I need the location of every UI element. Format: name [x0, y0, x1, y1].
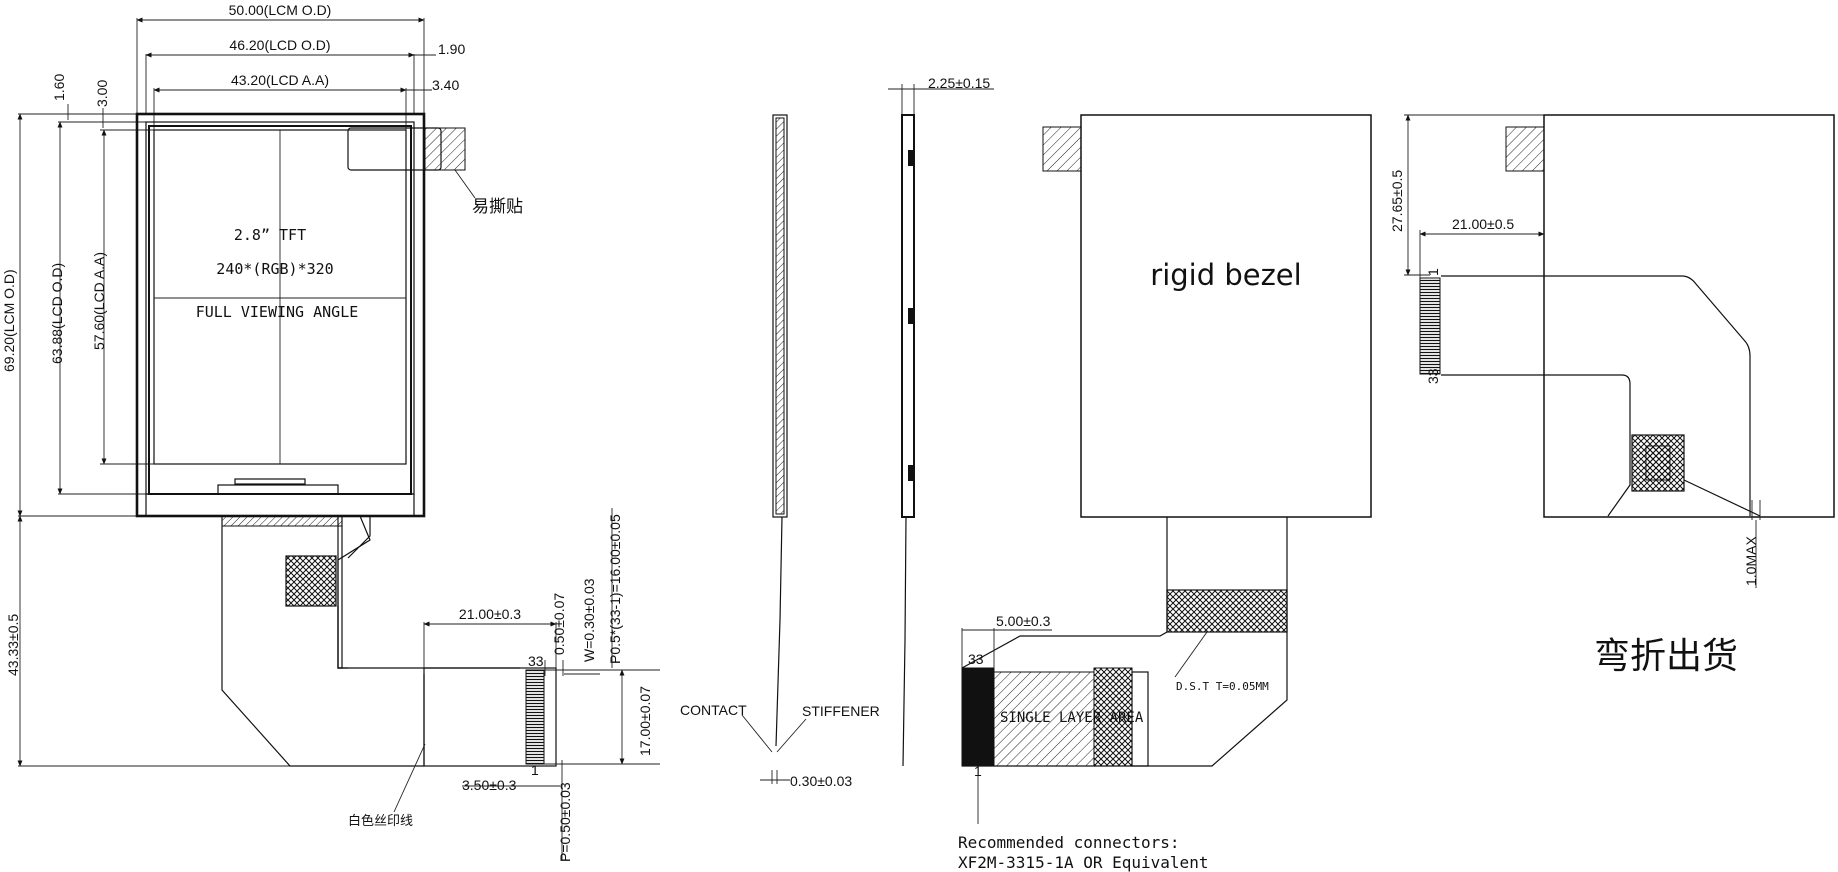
stiffener-label: STIFFENER — [802, 703, 880, 719]
wiring-label: SINGLE LAYER AREA — [1000, 710, 1144, 726]
stiffener-patch — [285, 555, 337, 607]
module-thickness: 2.25±0.15 — [928, 75, 990, 91]
front-view: 50.00(LCM O.D) 46.20(LCD O.D) 43.20(LCD … — [1, 2, 660, 862]
edge-offset: 3.50±0.3 — [462, 777, 517, 793]
dim-lcd-od-height: 63.88(LCD O.D) — [49, 263, 65, 364]
rear-pin-first: 33 — [968, 651, 984, 667]
dim-lcd-aa-height: 57.60(LCD A.A) — [91, 252, 107, 350]
dim-lcd-od-width: 46.20(LCD O.D) — [229, 37, 330, 53]
fold-width: 21.00±0.5 — [1452, 216, 1514, 232]
bent-module-outline — [1543, 114, 1835, 518]
fold-height: 27.65±0.5 — [1389, 170, 1405, 232]
fpc-contact-pins — [525, 669, 545, 765]
dim-right-2: 3.40 — [432, 77, 459, 93]
side-view: CONTACT STIFFENER 0.30±0.03 2.25±0.15 — [680, 75, 994, 789]
fpc-thickness: 0.30±0.03 — [790, 773, 852, 789]
bent-view: 1 33 27.65±0.5 21.00±0.5 1.0MAX 弯折出货 — [1389, 114, 1835, 677]
tear-tab-label: 易撕贴 — [472, 197, 523, 217]
dim-fpc-length: 43.33±0.5 — [5, 614, 21, 676]
dim-top-2: 3.00 — [94, 80, 110, 107]
resolution: 240*(RGB)*320 — [216, 260, 333, 278]
pad-length: 0.50±0.07 — [551, 593, 567, 655]
rigid-bezel-outline — [1080, 114, 1372, 518]
contact-label: CONTACT — [680, 702, 747, 718]
dim-top-1: 1.60 — [51, 74, 67, 101]
max-thickness: 1.0MAX — [1743, 536, 1759, 586]
dim-right-1: 1.90 — [438, 41, 465, 57]
bezel-label: rigid bezel — [1150, 258, 1301, 292]
rear-view: rigid bezel SINGLE LAYER AREA D.S.T T=0.… — [958, 114, 1372, 872]
fpc-width: 21.00±0.3 — [459, 606, 521, 622]
dim-lcm-od-width: 50.00(LCM O.D) — [229, 2, 332, 18]
dim-lcd-aa-width: 43.20(LCD A.A) — [231, 72, 329, 88]
wiring-area — [993, 671, 1095, 767]
bent-pin-first: 1 — [1425, 268, 1441, 276]
pad-width: W=0.30±0.03 — [581, 578, 597, 662]
rear-stiffener — [1166, 589, 1288, 633]
bent-contact-pins — [1419, 277, 1441, 375]
viewing-angle: FULL VIEWING ANGLE — [196, 303, 359, 321]
bent-label: 弯折出货 — [1594, 636, 1738, 677]
pitch: P=0.50±0.03 — [557, 782, 573, 862]
contact-height: 17.00±0.07 — [637, 686, 653, 756]
screen-size: 2.8” TFT — [234, 226, 306, 244]
bent-pin-last: 33 — [1425, 368, 1441, 384]
pin-first: 33 — [528, 653, 544, 669]
pitch-total: P0.5*(33-1)=16.00±0.05 — [607, 514, 623, 664]
pin-last: 1 — [531, 762, 539, 778]
dim-lcm-od-height: 69.20(LCM O.D) — [1, 269, 17, 372]
stiffener-offset: 5.00±0.3 — [996, 613, 1051, 629]
connector-model: XF2M-3315-1A OR Equivalent — [958, 853, 1208, 872]
connector-title: Recommended connectors: — [958, 833, 1180, 852]
silkscreen-label: 白色丝印线 — [348, 813, 413, 829]
tape-label: D.S.T T=0.05MM — [1176, 680, 1269, 693]
